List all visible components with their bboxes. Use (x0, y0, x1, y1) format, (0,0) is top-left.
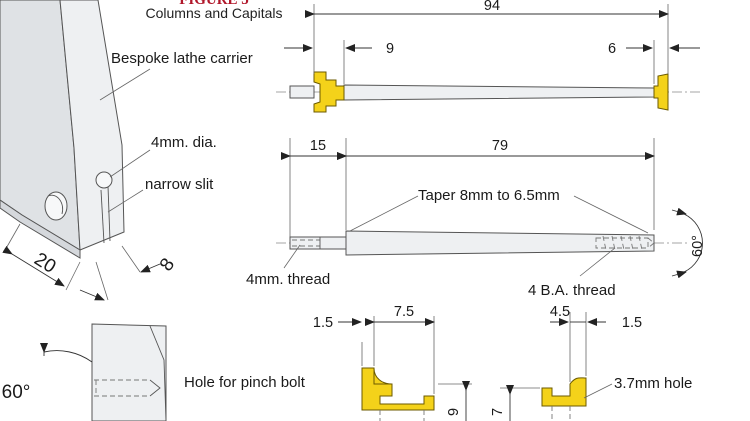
dim-body-length: 79 (492, 138, 508, 154)
dim-right-capital: 6 (608, 41, 616, 57)
dim-carrier-slit: 8 (156, 254, 179, 275)
dim-left-capital-width: 7.5 (394, 304, 414, 320)
dim-left-capital: 9 (386, 41, 394, 57)
dim-right-capital-height: 7 (490, 408, 506, 416)
label-capital-hole: 3.7mm hole (614, 375, 692, 392)
dim-right-capital-width: 4.5 (550, 304, 570, 320)
label-narrow-slit: narrow slit (145, 176, 214, 193)
dim-spigot-length: 15 (310, 138, 326, 154)
figure-subtitle: Columns and Capitals (146, 5, 283, 21)
right-capital-section (541, 377, 587, 421)
label-pinch-bolt-hole: Hole for pinch bolt (184, 374, 306, 391)
pinch-bolt-detail (91, 323, 167, 421)
label-hole-diameter: 4mm. dia. (151, 134, 217, 151)
dim-overall-length: 94 (484, 0, 500, 14)
label-taper: Taper 8mm to 6.5mm (418, 187, 560, 204)
column-top-view (276, 71, 700, 113)
column-side-view (276, 230, 690, 256)
label-4mm-thread: 4mm. thread (246, 271, 330, 288)
dim-pinch-angle: 60° (2, 382, 31, 403)
dim-left-capital-flange: 1.5 (313, 315, 333, 331)
left-capital-section (361, 367, 435, 421)
dim-carrier-width: 20 (30, 249, 59, 278)
dim-right-capital-flange: 1.5 (622, 315, 642, 331)
lathe-carrier-drawing (0, 0, 125, 259)
dim-end-angle: 60° (690, 235, 706, 257)
label-bespoke-lathe-carrier: Bespoke lathe carrier (111, 50, 253, 67)
dim-left-capital-height: 9 (446, 408, 462, 416)
figure-title: FIGURE 5 (179, 0, 249, 8)
label-4ba-thread: 4 B.A. thread (528, 282, 616, 299)
